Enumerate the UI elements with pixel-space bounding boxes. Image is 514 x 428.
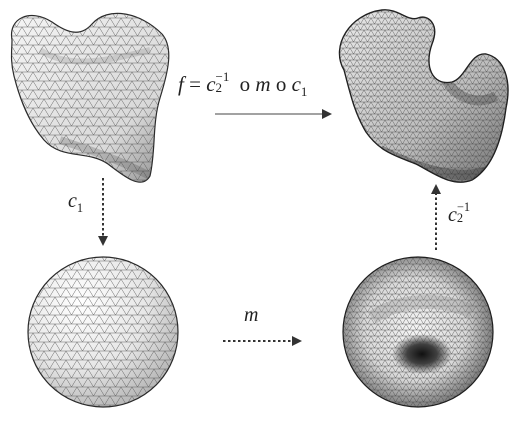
label-c1-c: c (68, 190, 77, 212)
label-f-op1: o (239, 72, 251, 96)
label-f-c1-sub: 1 (300, 84, 308, 100)
label-f-c1: c (291, 72, 301, 96)
label-c2-sup: −1 (456, 199, 471, 214)
sphere-mesh-source (27, 256, 179, 408)
label-c1: c1 (68, 190, 83, 216)
label-c1-sub: 1 (76, 201, 84, 215)
label-f-op2: o (275, 72, 287, 96)
label-f-lhs: f (178, 72, 184, 96)
label-f-c2: c (206, 72, 216, 96)
label-f-m: m (255, 72, 271, 96)
bone-mesh-source (10, 12, 170, 183)
bone-mesh-target (338, 9, 509, 183)
sphere-mesh-mapped (342, 256, 494, 408)
label-c2-sub: 2 (456, 210, 464, 225)
label-f-c2-sub: 2 (215, 80, 223, 96)
label-m: m (244, 304, 259, 326)
label-f-c2-sup: −1 (215, 68, 230, 84)
label-c2-c: c (448, 204, 457, 226)
label-f-eq: = (189, 72, 201, 96)
